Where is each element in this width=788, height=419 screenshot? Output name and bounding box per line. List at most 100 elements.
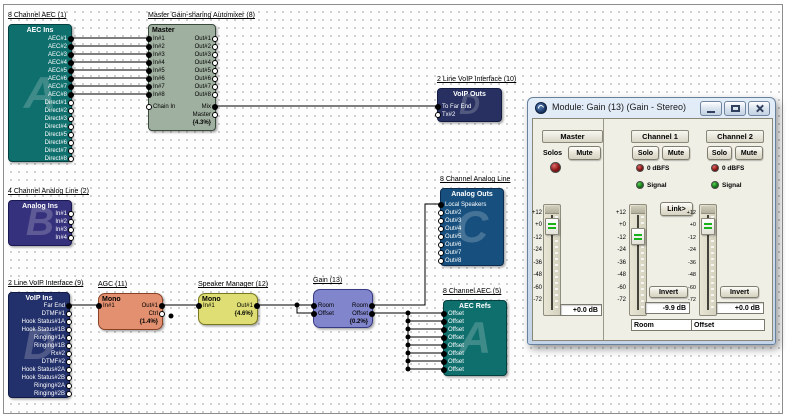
port-gain-room[interactable] bbox=[369, 303, 375, 309]
port-aec-refs-offset[interactable] bbox=[441, 319, 447, 325]
master-fader-handle[interactable] bbox=[545, 217, 559, 235]
close-button[interactable] bbox=[748, 101, 770, 116]
port-voip-ins-ringing-1a[interactable] bbox=[66, 335, 72, 341]
port-analog-ins-in-1[interactable] bbox=[68, 211, 74, 217]
port-analog-outs-out-4[interactable] bbox=[438, 226, 444, 232]
channel1-fader-handle[interactable] bbox=[631, 228, 645, 246]
port-automixer-in-7[interactable] bbox=[146, 84, 152, 90]
port-aec-ins-aec-5[interactable] bbox=[68, 68, 74, 74]
port-voip-ins-hook-status-2a[interactable] bbox=[66, 367, 72, 373]
port-voip-ins-dtmf-1[interactable] bbox=[66, 311, 72, 317]
port-aec-ins-aec-8[interactable] bbox=[68, 92, 74, 98]
port-aec-ins-direct-7[interactable] bbox=[68, 148, 74, 154]
port-gain-offset[interactable] bbox=[311, 311, 317, 317]
port-voip-outs-to-far-end[interactable] bbox=[435, 104, 441, 110]
port-speaker-manager-in-1[interactable] bbox=[196, 303, 202, 309]
port-automixer-out-5[interactable] bbox=[212, 68, 218, 74]
port-aec-refs-offset[interactable] bbox=[441, 335, 447, 341]
port-agc-in-1[interactable] bbox=[96, 303, 102, 309]
port-analog-outs-out-6[interactable] bbox=[438, 242, 444, 248]
port-aec-refs-offset[interactable] bbox=[441, 351, 447, 357]
port-voip-ins-hook-status-1b[interactable] bbox=[66, 327, 72, 333]
port-aec-ins-aec-2[interactable] bbox=[68, 44, 74, 50]
channel2-invert-button[interactable]: Invert bbox=[720, 286, 759, 298]
port-aec-ins-direct-4[interactable] bbox=[68, 124, 74, 130]
master-gain-value[interactable]: +0.0 dB bbox=[560, 304, 602, 316]
port-automixer-out-1[interactable] bbox=[212, 36, 218, 42]
port-automixer-in-3[interactable] bbox=[146, 52, 152, 58]
port-aec-ins-aec-1[interactable] bbox=[68, 36, 74, 42]
port-voip-outs-tx-2[interactable] bbox=[435, 112, 441, 118]
channel2-fader-handle[interactable] bbox=[701, 217, 715, 235]
port-gain-offset[interactable] bbox=[369, 311, 375, 317]
channel1-mute-button[interactable]: Mute bbox=[662, 146, 690, 160]
channel1-fader[interactable] bbox=[629, 204, 647, 316]
channel1-invert-button[interactable]: Invert bbox=[649, 286, 688, 298]
port-automixer-master[interactable] bbox=[212, 112, 218, 118]
port-automixer-out-2[interactable] bbox=[212, 44, 218, 50]
port-aec-ins-direct-2[interactable] bbox=[68, 108, 74, 114]
master-mute-button[interactable]: Mute bbox=[568, 146, 601, 160]
port-aec-ins-aec-3[interactable] bbox=[68, 52, 74, 58]
channel1-name-field[interactable] bbox=[631, 319, 693, 331]
channel2-gain-value[interactable]: +0.0 dB bbox=[716, 302, 764, 314]
port-voip-ins-ringing-2a[interactable] bbox=[66, 383, 72, 389]
port-voip-ins-dtmf-2[interactable] bbox=[66, 359, 72, 365]
port-automixer-mix[interactable] bbox=[212, 104, 218, 110]
port-automixer-chain-in[interactable] bbox=[146, 104, 152, 110]
port-analog-ins-in-4[interactable] bbox=[68, 235, 74, 241]
port-voip-ins-ringing-2b[interactable] bbox=[66, 391, 72, 397]
port-voip-ins-hook-status-2b[interactable] bbox=[66, 375, 72, 381]
port-aec-ins-direct-3[interactable] bbox=[68, 116, 74, 122]
port-aec-ins-aec-4[interactable] bbox=[68, 60, 74, 66]
channel2-fader[interactable] bbox=[699, 204, 717, 316]
port-automixer-in-2[interactable] bbox=[146, 44, 152, 50]
port-automixer-in-8[interactable] bbox=[146, 92, 152, 98]
channel1-solo-button[interactable]: Solo bbox=[632, 146, 659, 160]
port-aec-refs-offset[interactable] bbox=[441, 311, 447, 317]
port-aec-refs-offset[interactable] bbox=[441, 367, 447, 373]
dialog-titlebar[interactable]: Module: Gain (13) (Gain - Stereo) bbox=[528, 98, 775, 118]
port-aec-ins-direct-6[interactable] bbox=[68, 140, 74, 146]
port-analog-outs-out-5[interactable] bbox=[438, 234, 444, 240]
minimize-button[interactable] bbox=[700, 101, 722, 116]
link-button[interactable]: Link> bbox=[660, 202, 693, 216]
port-gain-room[interactable] bbox=[311, 303, 317, 309]
port-aec-refs-offset[interactable] bbox=[441, 343, 447, 349]
port-automixer-out-4[interactable] bbox=[212, 60, 218, 66]
port-voip-ins-rx-2[interactable] bbox=[66, 351, 72, 357]
port-aec-refs-offset[interactable] bbox=[441, 359, 447, 365]
port-automixer-in-6[interactable] bbox=[146, 76, 152, 82]
master-fader[interactable] bbox=[543, 204, 561, 316]
channel2-mute-button[interactable]: Mute bbox=[735, 146, 763, 160]
port-analog-outs-out-2[interactable] bbox=[438, 210, 444, 216]
port-analog-outs-out-7[interactable] bbox=[438, 250, 444, 256]
maximize-button[interactable] bbox=[724, 101, 746, 116]
port-agc-ctrl[interactable] bbox=[159, 311, 165, 317]
port-analog-outs-local-speakers[interactable] bbox=[438, 202, 444, 208]
channel2-name-field[interactable] bbox=[691, 319, 765, 331]
port-automixer-in-5[interactable] bbox=[146, 68, 152, 74]
port-aec-ins-direct-1[interactable] bbox=[68, 100, 74, 106]
port-automixer-in-1[interactable] bbox=[146, 36, 152, 42]
port-automixer-out-7[interactable] bbox=[212, 84, 218, 90]
port-analog-ins-in-3[interactable] bbox=[68, 227, 74, 233]
channel1-gain-value[interactable]: -9.9 dB bbox=[645, 302, 690, 314]
port-analog-outs-out-8[interactable] bbox=[438, 258, 444, 264]
channel2-solo-button[interactable]: Solo bbox=[707, 146, 732, 160]
port-aec-ins-aec-6[interactable] bbox=[68, 76, 74, 82]
port-analog-ins-in-2[interactable] bbox=[68, 219, 74, 225]
port-automixer-in-4[interactable] bbox=[146, 60, 152, 66]
port-agc-out-1[interactable] bbox=[159, 303, 165, 309]
port-aec-ins-direct-8[interactable] bbox=[68, 156, 74, 162]
